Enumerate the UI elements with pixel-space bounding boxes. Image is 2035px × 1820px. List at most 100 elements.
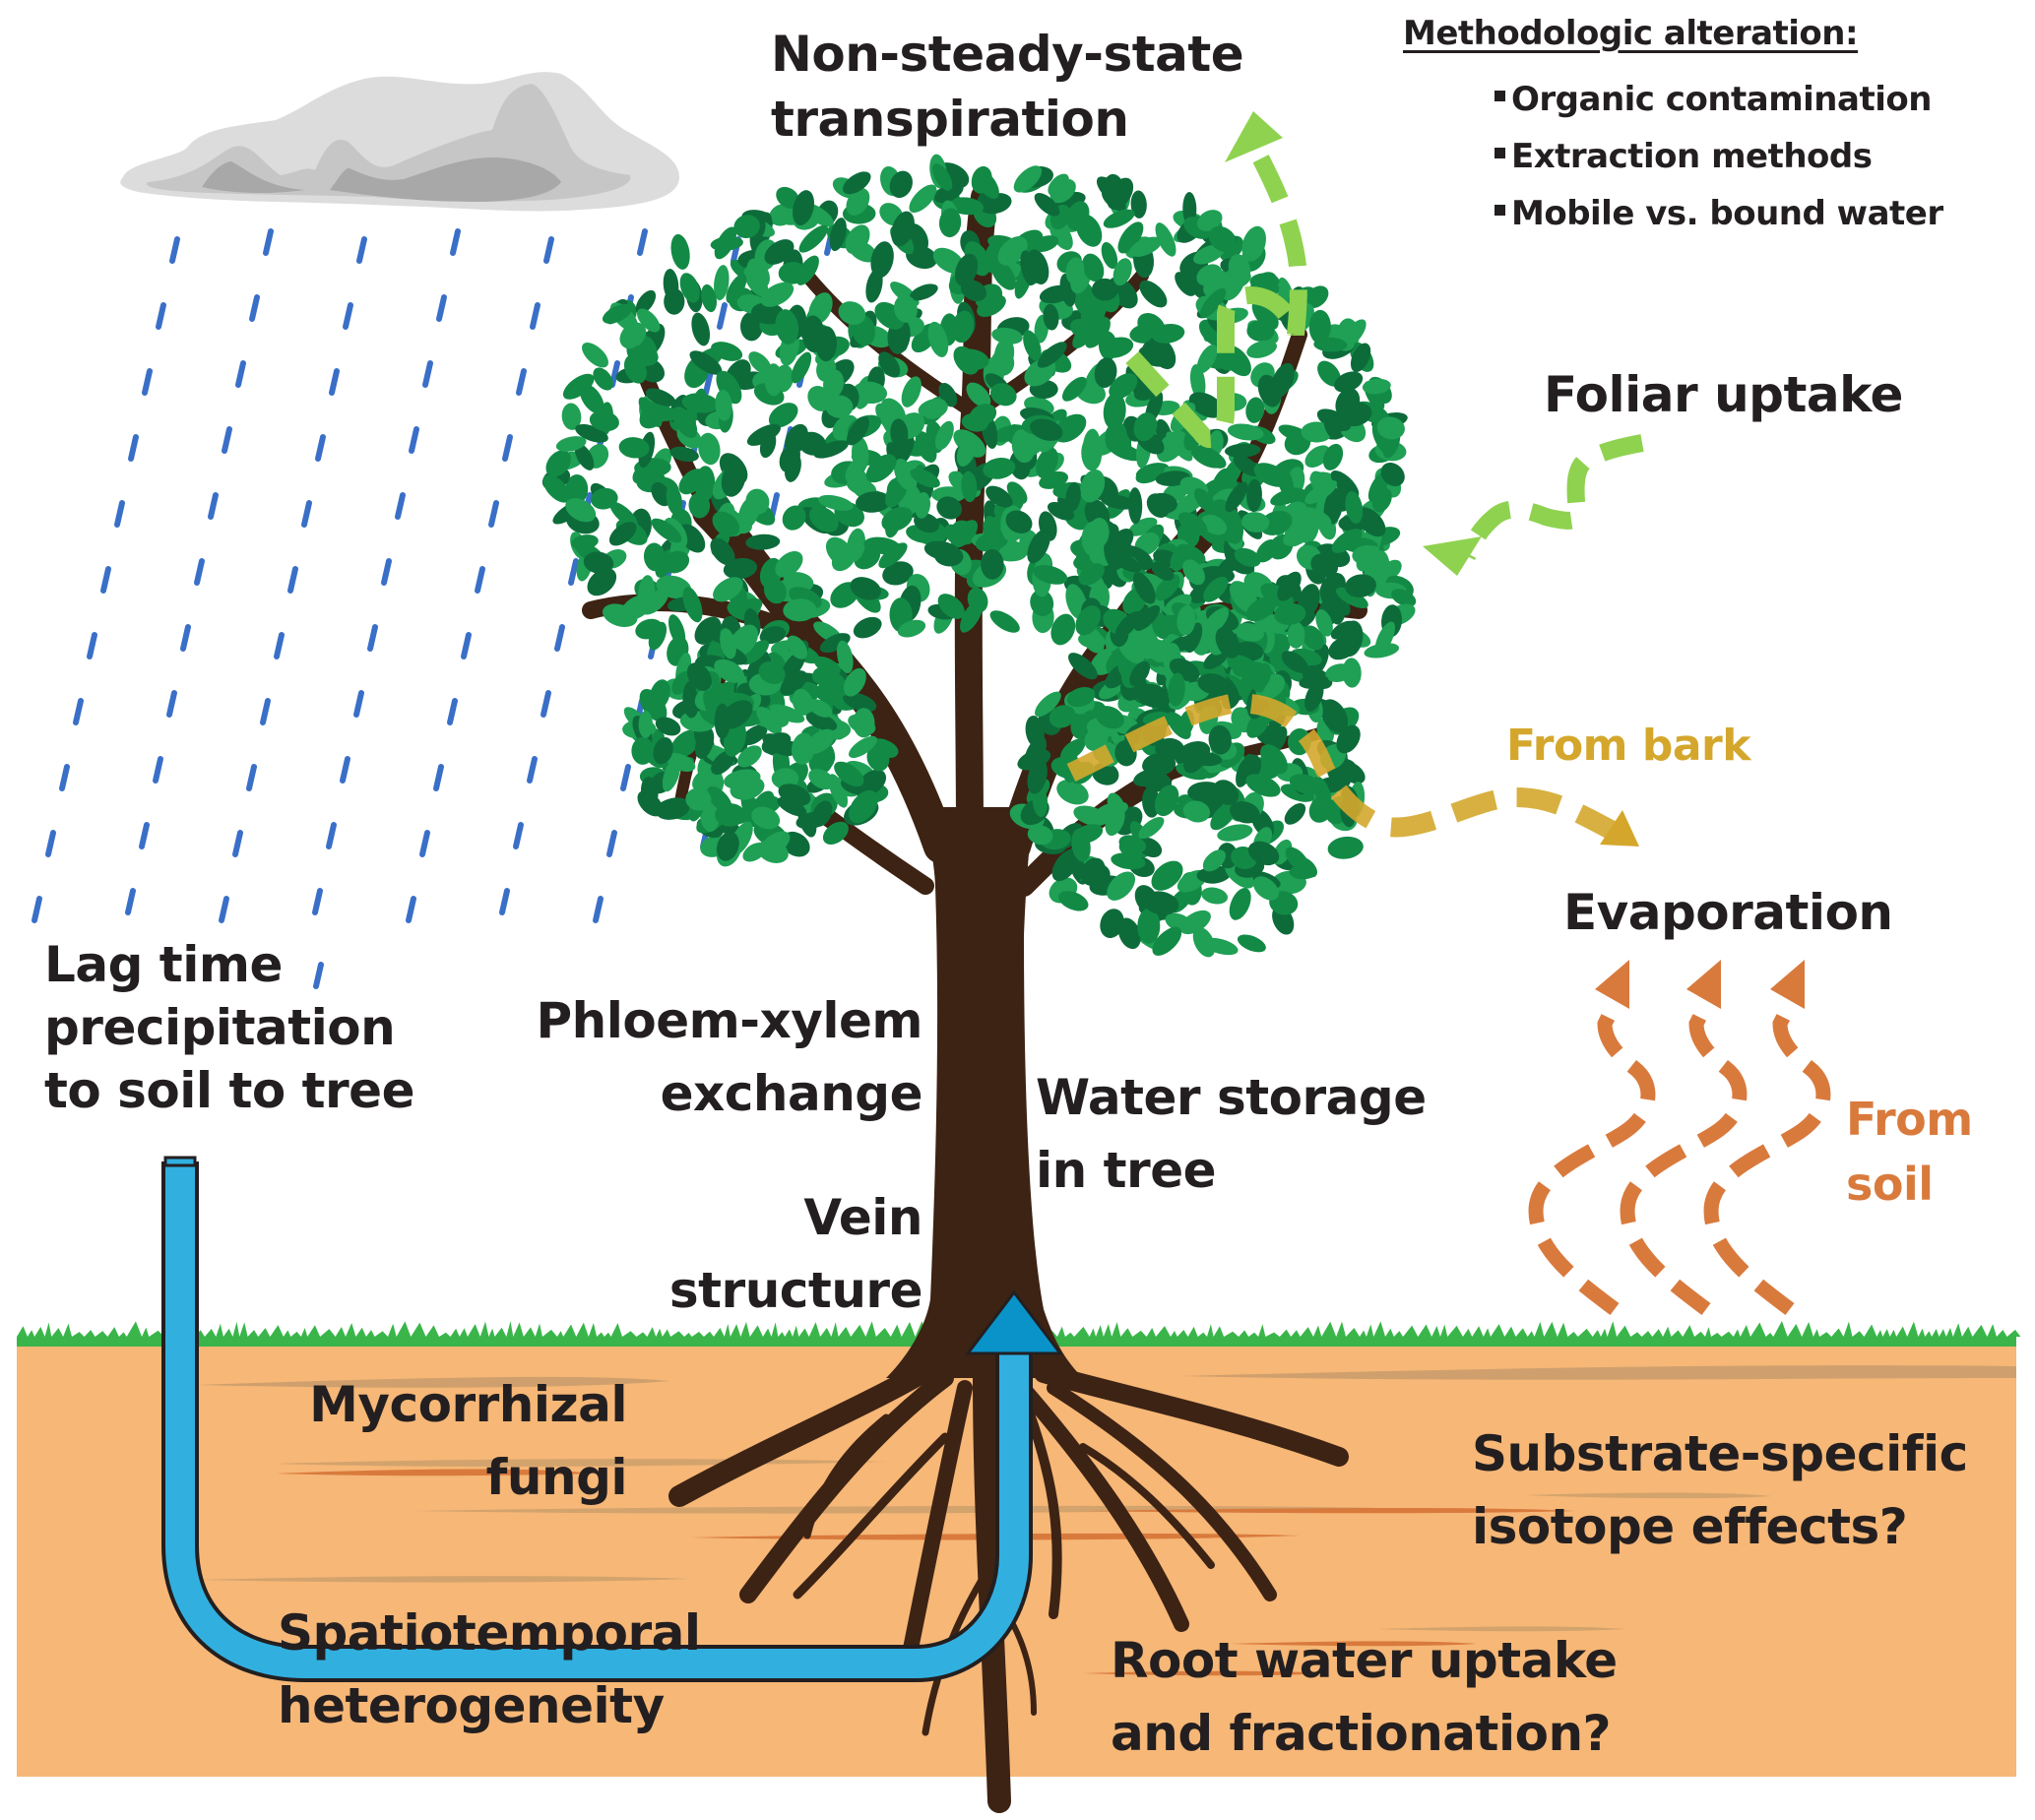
leaf [776,186,800,209]
leaf [986,485,1013,508]
leaf [1151,324,1185,344]
leaf [1278,424,1313,444]
raindrop [156,302,166,330]
raindrop [609,360,620,388]
leaf [989,383,1017,407]
leaf [733,215,760,238]
leaf [1027,759,1048,794]
leaf [1260,583,1294,608]
raindrop [409,426,419,454]
leaf [643,406,680,421]
leaf [651,518,682,543]
leaf [847,416,869,446]
leaf [1252,876,1279,901]
leaf [1105,805,1125,837]
raindrop [475,566,485,594]
leaf [1224,443,1261,458]
leaf [1315,609,1333,637]
raindrop [381,558,392,586]
leaf [1137,909,1161,944]
leaf [689,350,723,375]
leaf [758,661,786,684]
leaf [761,732,792,754]
raindrop [606,830,617,857]
leaf [663,550,690,574]
raindrop [139,822,150,849]
leaf [927,321,949,357]
leaf [808,769,835,790]
leaf [780,670,807,696]
leaf [1228,254,1251,283]
label-root-uptake: Root water uptake and fractionation? [1111,1632,1618,1762]
leaf [745,533,781,550]
leaf [1188,392,1224,418]
leaf [1068,653,1098,680]
raindrop [260,698,271,725]
leaf [679,273,700,303]
leaf [1208,724,1232,755]
leaf [1313,337,1348,352]
leaf [589,410,619,432]
leaf [893,294,918,323]
leaf [1130,190,1147,219]
soil-evaporation-arrows [1528,960,1831,1315]
leaf [783,572,814,593]
raindrop [637,228,648,256]
leaf [1190,445,1225,469]
leaf [936,496,963,520]
label-evaporation: Evaporation [1563,884,1893,941]
leaf [1245,596,1277,622]
leaf [759,626,787,645]
leaf [822,821,849,846]
leaf [792,190,815,226]
leaf [807,699,833,718]
label-spatiotemporal: Spatiotemporal heterogeneity [278,1604,701,1734]
raindrop [301,500,312,528]
transpiration-arrowhead [1225,111,1283,162]
leaf [1225,481,1248,513]
leaf [1362,378,1391,395]
leaf [1013,165,1043,193]
leaf [1151,561,1175,581]
leaf [944,524,967,547]
leaf [668,614,686,647]
leaf [890,418,909,449]
raindrop [142,368,153,396]
leaf [1217,824,1253,842]
water-flow-arrow [161,1156,1064,1682]
leaf [669,729,701,759]
leaf [1103,393,1126,430]
leaf [685,787,712,811]
leaf [1039,284,1072,304]
leaf [1129,660,1151,687]
leaf [870,241,894,279]
raindrop [367,624,378,652]
leaf [645,388,676,407]
leaf [1371,421,1393,456]
cloud-icon [120,72,679,212]
raindrop [249,294,260,322]
leaf [825,395,854,418]
leaf [593,367,613,391]
leaf [1234,547,1261,567]
leaf [1107,871,1136,901]
leaf [1036,447,1058,478]
soil-evaporation-arrowhead [1595,960,1629,1009]
leaf [991,327,1023,345]
label-mycorrhizal-fungi: Mycorrhizal fungi [309,1376,627,1506]
leaf [1143,891,1179,915]
leaf [1020,250,1037,285]
leaf [724,769,761,789]
leaf [1234,622,1264,642]
leaf [587,568,617,596]
leaf [565,498,597,523]
leaf [1241,225,1266,262]
leaf [1080,469,1106,503]
leaf [1072,824,1104,844]
leaf [1034,193,1060,217]
leaf [741,724,768,746]
leaf [1109,373,1138,400]
leaf [1030,589,1054,617]
leaf [670,233,690,270]
